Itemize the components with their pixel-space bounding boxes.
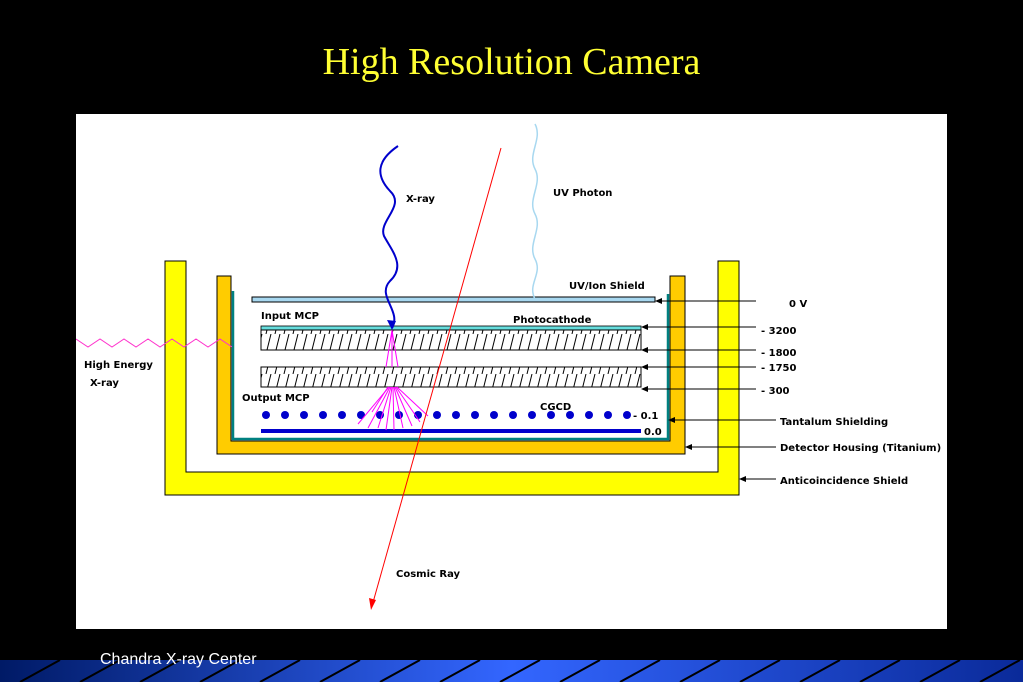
cgcd-bar bbox=[261, 429, 641, 433]
pointer-arrows bbox=[641, 298, 776, 482]
slide-title: High Resolution Camera bbox=[322, 41, 701, 83]
detector-housing bbox=[216, 275, 686, 455]
hrc-diagram: X-ray UV Photon UV/Ion Shield Input MCP … bbox=[76, 114, 947, 629]
electron-shower bbox=[357, 329, 429, 431]
voltage-1750: - 1750 bbox=[761, 363, 797, 374]
cosmic-ray-arrowhead bbox=[369, 598, 376, 610]
label-high-energy: High Energy bbox=[84, 360, 153, 371]
label-cosmic-ray: Cosmic Ray bbox=[396, 569, 461, 580]
voltage-0-0: 0.0 bbox=[644, 427, 662, 438]
voltage-1800: - 1800 bbox=[761, 348, 797, 359]
label-uv-photon: UV Photon bbox=[553, 188, 612, 199]
label-photocathode: Photocathode bbox=[513, 315, 592, 326]
label-detector-housing: Detector Housing (Titanium) bbox=[780, 443, 941, 454]
label-high-energy-xray: X-ray bbox=[90, 378, 119, 389]
label-cgcd: CGCD bbox=[540, 402, 571, 413]
label-anticoincidence-shield: Anticoincidence Shield bbox=[780, 476, 908, 487]
voltage-0v: 0 V bbox=[789, 299, 807, 310]
label-input-mcp: Input MCP bbox=[261, 311, 319, 322]
footer-text: Chandra X-ray Center bbox=[100, 651, 257, 668]
anticoincidence-shield bbox=[164, 260, 740, 496]
label-tantalum-shielding: Tantalum Shielding bbox=[780, 417, 888, 428]
footer-band bbox=[0, 660, 1023, 682]
xray-path bbox=[379, 145, 399, 329]
high-energy-xray-path bbox=[76, 338, 233, 348]
output-mcp bbox=[260, 366, 642, 388]
label-uv-ion-shield: UV/Ion Shield bbox=[569, 281, 645, 292]
cosmic-ray-path bbox=[371, 147, 502, 607]
voltage-0-1: - 0.1 bbox=[633, 411, 658, 422]
uv-photon-path bbox=[532, 123, 538, 300]
voltage-3200: - 3200 bbox=[761, 326, 797, 337]
xray-arrowhead bbox=[387, 320, 396, 330]
cgcd-dots bbox=[262, 411, 631, 419]
label-xray: X-ray bbox=[406, 194, 435, 205]
label-output-mcp: Output MCP bbox=[242, 393, 310, 404]
uv-ion-shield bbox=[251, 296, 656, 303]
input-mcp bbox=[260, 329, 642, 351]
voltage-300: - 300 bbox=[761, 386, 790, 397]
